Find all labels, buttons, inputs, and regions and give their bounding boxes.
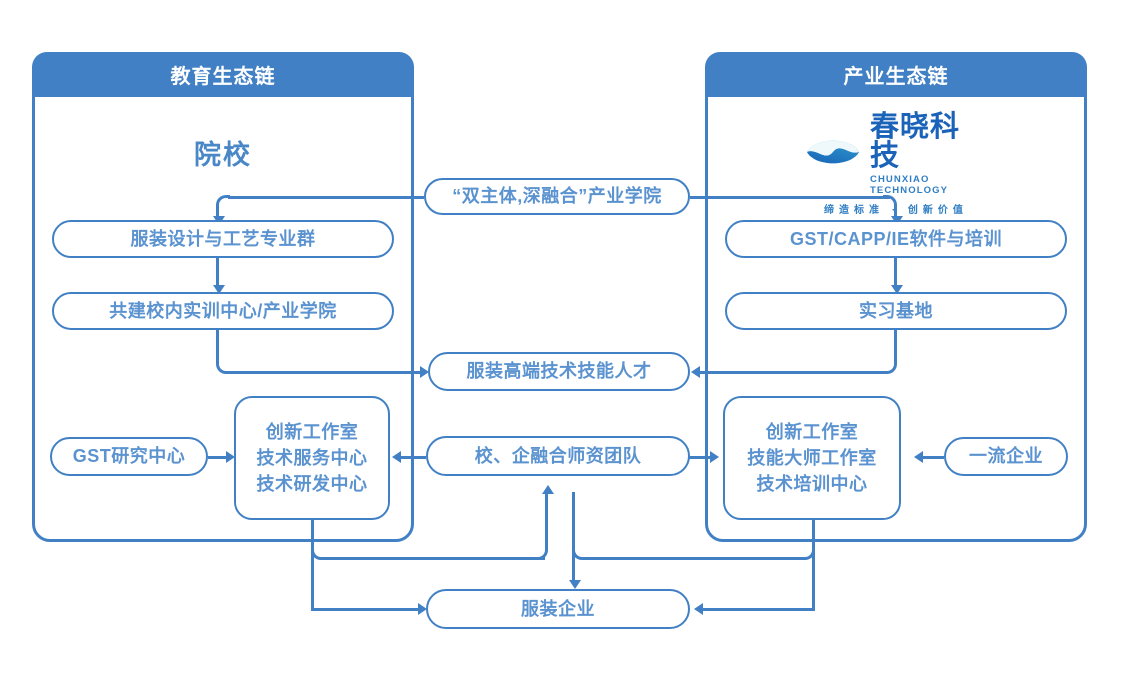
logo-name-en: CHUNXIAO TECHNOLOGY bbox=[870, 174, 949, 196]
connector-training-down bbox=[216, 330, 219, 362]
connector-left-to-company bbox=[311, 608, 423, 611]
node-joint-faculty-team[interactable]: 校、企融合师资团队 bbox=[426, 436, 690, 476]
connector-academy-down-right bbox=[894, 206, 897, 220]
connector-academy-down-left bbox=[216, 206, 219, 220]
node-gst-capp-ie-software-label: GST/CAPP/IE软件与培训 bbox=[789, 228, 1003, 249]
node-high-end-talent[interactable]: 服装高端技术技能人才 bbox=[428, 352, 690, 391]
connector-training-to-talent bbox=[228, 371, 424, 374]
node-joint-faculty-team-label: 校、企融合师资团队 bbox=[474, 445, 642, 466]
arrow-faculty-to-right-studio bbox=[710, 451, 719, 463]
connector-right-studio-to-faculty bbox=[585, 557, 803, 560]
node-gst-research-center-label: GST研究中心 bbox=[72, 446, 186, 467]
node-training-center[interactable]: 共建校内实训中心/产业学院 bbox=[52, 292, 394, 330]
node-internship-base-label: 实习基地 bbox=[859, 300, 933, 321]
connector-academy-to-left bbox=[228, 196, 424, 199]
node-training-center-label: 共建校内实训中心/产业学院 bbox=[109, 300, 337, 321]
connector-internship-down bbox=[894, 330, 897, 362]
connector-left-studio-down bbox=[311, 519, 314, 559]
arrow-into-company-right bbox=[694, 603, 703, 615]
industry-panel-header: 产业生态链 bbox=[705, 52, 1087, 97]
arrow-into-faculty-bottom bbox=[542, 485, 554, 494]
node-left-innovation-studio-line-3: 技术研发中心 bbox=[256, 474, 368, 495]
connector-internship-to-talent bbox=[700, 371, 884, 374]
elbow-training-bottom bbox=[216, 360, 230, 374]
node-left-innovation-studio-line-1: 创新工作室 bbox=[265, 421, 359, 442]
connector-right-to-company bbox=[703, 608, 815, 611]
chunxiao-logo: 春晓科技 CHUNXIAO TECHNOLOGY 缔造标准 · 创新价值 bbox=[805, 113, 987, 216]
connector-faculty-to-right-studio bbox=[688, 456, 714, 459]
elbow-right-studio-bottom bbox=[801, 546, 815, 560]
connector-faculty-to-company bbox=[572, 492, 575, 584]
elbow-left-studio-bottom bbox=[311, 546, 325, 560]
connector-enterprise-to-right-studio bbox=[922, 456, 944, 459]
logo-slogan: 缔造标准 · 创新价值 bbox=[824, 205, 968, 216]
arrow-into-training-center bbox=[213, 285, 225, 294]
node-apparel-company[interactable]: 服装企业 bbox=[426, 589, 690, 629]
node-industry-academy[interactable]: “双主体,深融合”产业学院 bbox=[424, 178, 690, 215]
connector-major-to-training bbox=[216, 258, 219, 288]
arrow-into-company-top bbox=[569, 580, 581, 589]
connector-right-studio-down bbox=[812, 519, 815, 559]
node-top-tier-enterprise[interactable]: 一流企业 bbox=[944, 437, 1068, 476]
node-fashion-major-group-label: 服装设计与工艺专业群 bbox=[130, 228, 316, 249]
arrow-faculty-to-left-studio bbox=[392, 451, 401, 463]
node-top-tier-enterprise-label: 一流企业 bbox=[969, 446, 1043, 467]
chunxiao-eye-swirl-logo-icon bbox=[805, 132, 861, 177]
education-panel-header: 教育生态链 bbox=[32, 52, 414, 97]
connector-right-panel-to-company bbox=[812, 559, 815, 610]
connector-left-panel-to-company bbox=[311, 559, 314, 610]
connector-academy-to-right bbox=[690, 196, 890, 199]
node-right-innovation-studio-line-1: 创新工作室 bbox=[765, 421, 859, 442]
elbow-faculty-up bbox=[534, 546, 548, 560]
arrow-into-internship-base bbox=[891, 285, 903, 294]
connector-left-studio-to-faculty bbox=[323, 557, 545, 560]
arrow-into-left-studio bbox=[226, 451, 235, 463]
industry-panel-header-label: 产业生态链 bbox=[843, 66, 949, 88]
arrow-into-talent-left bbox=[420, 366, 429, 378]
node-apparel-company-label: 服装企业 bbox=[521, 598, 595, 619]
connector-software-to-internship bbox=[894, 258, 897, 288]
connector-up-into-faculty bbox=[545, 492, 548, 548]
arrow-into-company-left bbox=[418, 603, 427, 615]
elbow-academy-left bbox=[216, 195, 230, 209]
arrow-enterprise-to-right-studio bbox=[914, 451, 923, 463]
node-high-end-talent-label: 服装高端技术技能人才 bbox=[466, 361, 652, 382]
elbow-academy-right bbox=[883, 195, 897, 209]
node-industry-academy-label: “双主体,深融合”产业学院 bbox=[452, 186, 662, 207]
node-fashion-major-group[interactable]: 服装设计与工艺专业群 bbox=[52, 220, 394, 258]
left-panel-title: 院校 bbox=[194, 140, 252, 170]
connector-gst-to-left-studio bbox=[208, 456, 228, 459]
node-gst-research-center[interactable]: GST研究中心 bbox=[50, 437, 208, 476]
arrow-into-talent-right bbox=[691, 366, 700, 378]
node-right-innovation-studio-line-2: 技能大师工作室 bbox=[747, 447, 877, 468]
elbow-internship-bottom bbox=[883, 360, 897, 374]
connector-faculty-to-left-studio bbox=[400, 456, 426, 459]
education-panel-header-label: 教育生态链 bbox=[170, 66, 276, 88]
logo-name-cn: 春晓科技 bbox=[870, 111, 961, 172]
node-internship-base[interactable]: 实习基地 bbox=[725, 292, 1067, 330]
node-right-innovation-studio-line-3: 技术培训中心 bbox=[756, 474, 868, 495]
node-gst-capp-ie-software[interactable]: GST/CAPP/IE软件与培训 bbox=[725, 220, 1067, 258]
node-left-innovation-studio[interactable]: 创新工作室 技术服务中心 技术研发中心 bbox=[234, 396, 390, 520]
node-right-innovation-studio[interactable]: 创新工作室 技能大师工作室 技术培训中心 bbox=[723, 396, 901, 520]
node-left-innovation-studio-line-2: 技术服务中心 bbox=[256, 447, 368, 468]
